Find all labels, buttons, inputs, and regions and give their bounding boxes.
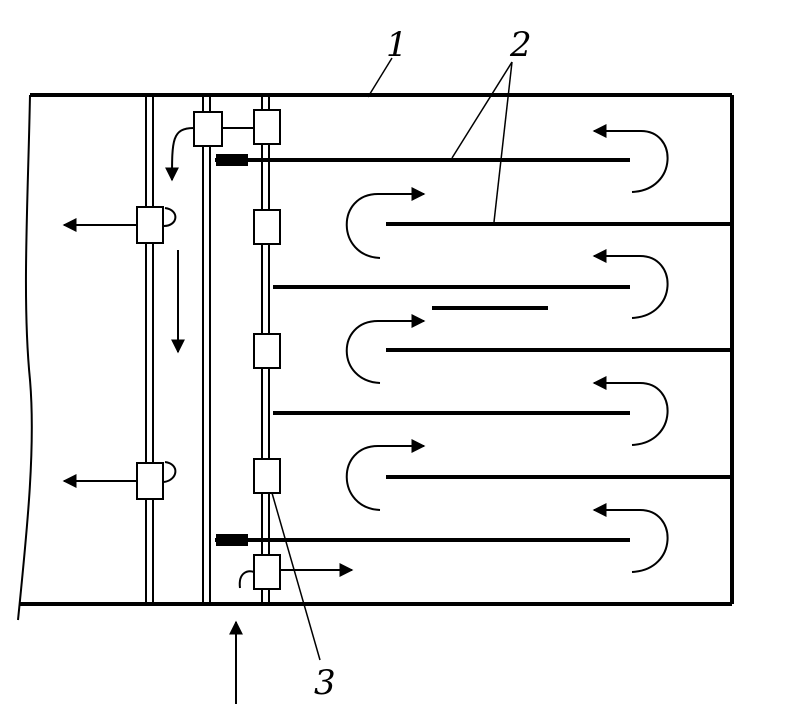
- baffles: [215, 158, 732, 542]
- small-curl-side-2: [163, 461, 177, 483]
- turn-arc-right-4: [631, 509, 669, 573]
- valve-box-c4: [253, 554, 281, 590]
- valve-box-c1: [253, 209, 281, 245]
- label-1: 1: [386, 25, 408, 65]
- valve-box-top-right: [253, 109, 281, 145]
- end-cap-bottom: [216, 534, 248, 546]
- label-3: 3: [314, 663, 336, 703]
- leader-3: [271, 492, 321, 661]
- curl-arrow-down: [165, 127, 195, 182]
- straight-arrows: [62, 124, 640, 704]
- leader-2b: [493, 61, 513, 223]
- valve-box-c3: [253, 458, 281, 494]
- leader-lines: [271, 57, 513, 661]
- turn-arc-left-3: [345, 445, 381, 511]
- small-curl-side-1: [163, 207, 177, 227]
- leader-2a: [451, 61, 513, 159]
- left-break-edge: [17, 94, 33, 621]
- end-cap-top: [216, 154, 248, 166]
- valve-box-side-1: [136, 206, 164, 244]
- turn-arcs: [163, 129, 669, 589]
- valve-box-top-left: [193, 111, 223, 147]
- end-caps: [216, 154, 248, 546]
- turn-arc-right-3: [631, 382, 669, 446]
- valve-box-side-2: [136, 462, 164, 500]
- leader-1: [367, 57, 393, 98]
- turn-arc-left-1: [345, 193, 381, 259]
- turn-arc-left-2: [345, 320, 381, 384]
- small-curl-bottom: [238, 570, 255, 589]
- turn-arc-right-2: [631, 255, 669, 319]
- valve-box-c2: [253, 333, 281, 369]
- turn-arc-right-1: [631, 129, 669, 193]
- vertical-pipes: [145, 95, 270, 604]
- label-2: 2: [509, 25, 532, 65]
- valve-boxes: [136, 109, 281, 590]
